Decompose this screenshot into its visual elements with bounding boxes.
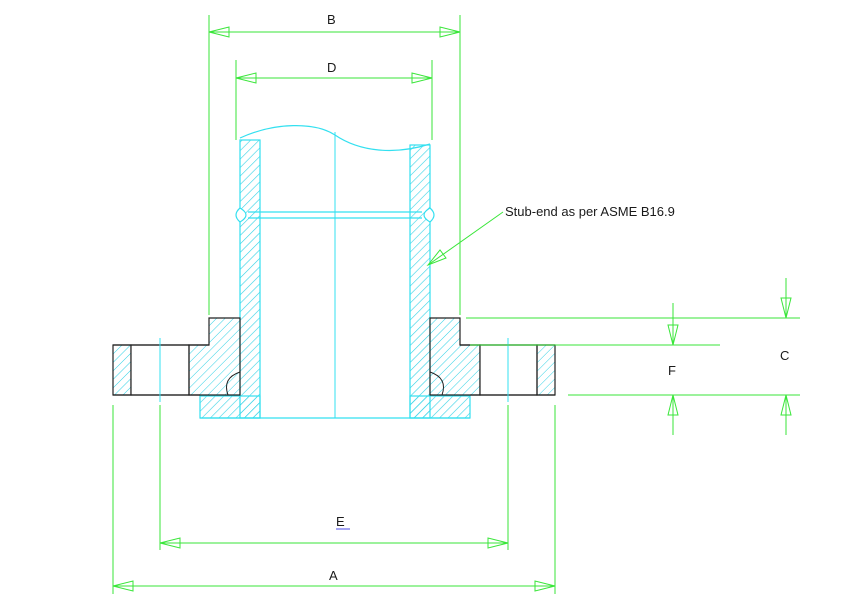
- note-leader-arrow: [426, 249, 447, 267]
- dim-d-arrow-left: [235, 72, 257, 84]
- dim-f-arrow-bottom: [667, 394, 679, 416]
- dim-label-d: D: [327, 60, 336, 75]
- dim-label-c: C: [780, 348, 789, 363]
- dim-label-b: B: [327, 12, 336, 27]
- dim-d-arrow-right: [411, 72, 433, 84]
- dim-b-arrow-right: [439, 26, 461, 38]
- flange-right-hub-radius: [429, 371, 444, 396]
- dim-c-arrow-bottom: [780, 394, 792, 416]
- note-leader-line: [427, 211, 504, 266]
- flange-left-hub: [188, 317, 241, 396]
- stub-end: [199, 125, 471, 419]
- stub-end-left-lap: [199, 395, 261, 419]
- dim-e-arrow-left: [159, 537, 181, 549]
- flange-right-outer-ring: [536, 344, 556, 396]
- flange-left-hub-radius: [226, 371, 241, 396]
- stub-end-left-wall: [239, 139, 261, 419]
- flange-right-hub: [429, 317, 481, 396]
- flange-left-outer-ring: [112, 344, 132, 396]
- dim-f-arrow-top: [667, 324, 679, 346]
- dim-c-arrow-top: [780, 297, 792, 319]
- dim-b-arrow-left: [208, 26, 230, 38]
- flange-right: [429, 317, 556, 396]
- weld-bead-right: [423, 207, 435, 223]
- stub-end-right-wall: [409, 144, 431, 419]
- dim-label-f: F: [668, 363, 676, 378]
- dimensions: [112, 15, 800, 594]
- dim-e-arrow-right: [487, 537, 509, 549]
- stub-end-note: Stub-end as per ASME B16.9: [505, 204, 675, 219]
- flange-left: [112, 317, 241, 396]
- dim-label-a: A: [329, 568, 338, 583]
- dim-a-arrow-left: [112, 580, 134, 592]
- dim-label-e: E: [336, 514, 345, 529]
- dim-a-arrow-right: [534, 580, 556, 592]
- stub-end-right-lap: [409, 395, 471, 419]
- bolt-hole-centerlines: [159, 338, 509, 402]
- weld-bead-left: [235, 207, 247, 223]
